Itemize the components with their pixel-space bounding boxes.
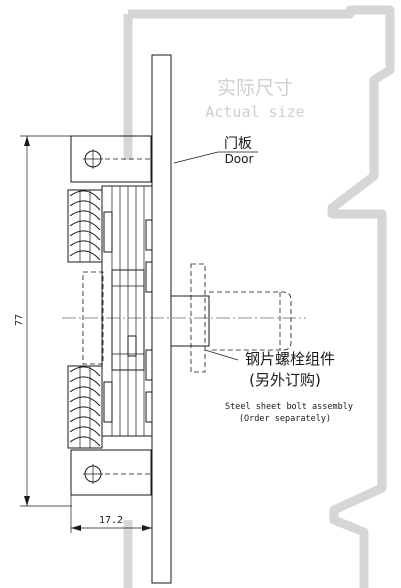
bolt-note-en: (Order separately) <box>239 414 331 424</box>
door-label-en: Door <box>225 152 254 166</box>
top-mount-block <box>70 135 152 183</box>
bottom-mount-block <box>70 449 152 496</box>
door-leader <box>173 151 219 164</box>
depth-dimension <box>70 495 153 533</box>
watermark-en: Actual size <box>205 103 304 121</box>
watermark-zh: 实际尺寸 <box>217 77 293 99</box>
mechanism-body <box>101 185 153 437</box>
door-side-blocks <box>145 219 153 423</box>
height-dimension-value: 77 <box>14 314 25 326</box>
bolt-leader <box>204 349 239 361</box>
top-spring <box>67 189 103 263</box>
depth-dimension-value: 17.2 <box>99 515 123 526</box>
height-dimension <box>20 135 72 507</box>
bolt-label-zh: 钢片螺栓组件 <box>245 350 335 368</box>
door-panel <box>151 54 172 584</box>
bolt-note-zh: (另外订购) <box>249 371 321 389</box>
bolt-label-en: Steel sheet bolt assembly <box>225 402 353 412</box>
door-label-zh: 门板 <box>224 136 252 152</box>
bottom-spring <box>67 365 103 449</box>
